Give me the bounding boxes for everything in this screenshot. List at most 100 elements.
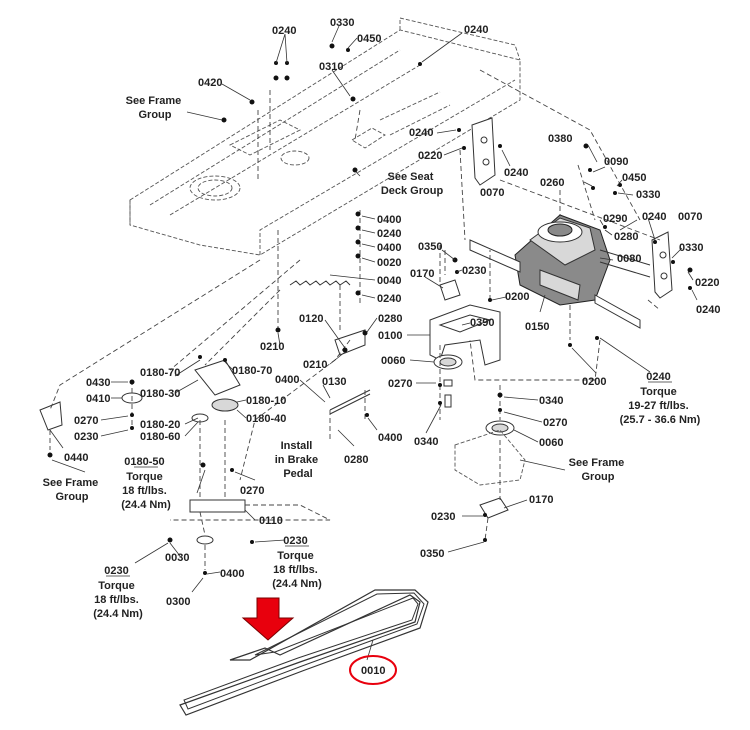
callout-0180-20: 0180-20 <box>140 419 180 431</box>
callout-0220: 0220 <box>418 150 442 162</box>
leader-lines <box>49 25 698 661</box>
callout-0240: 0240 <box>377 293 401 305</box>
callout-0270: 0270 <box>240 485 264 497</box>
spring-0040 <box>289 280 351 286</box>
note-torque-0230-left: 0230 Torque 18 ft/lbs. (24.4 Nm) <box>93 565 143 620</box>
callout-0400: 0400 <box>377 214 401 226</box>
callout-0450: 0450 <box>357 33 381 45</box>
callout-0220: 0220 <box>695 277 719 289</box>
callout-0240: 0240 <box>464 24 488 36</box>
callout-0040: 0040 <box>377 275 401 287</box>
callout-0260: 0260 <box>540 177 564 189</box>
callout-0290: 0290 <box>603 213 627 225</box>
callout-0180-70: 0180-70 <box>140 367 180 379</box>
callout-0180-60: 0180-60 <box>140 431 180 443</box>
callout-0210: 0210 <box>260 341 284 353</box>
callout-0070: 0070 <box>678 211 702 223</box>
callout-0240: 0240 <box>696 304 720 316</box>
idler-pulley-0060-upper <box>433 354 463 408</box>
part-number-labels: 0240 0330 0450 0420 0310 0240 0240 0220 … <box>64 17 720 677</box>
brake-rod-0130 <box>329 329 371 415</box>
callout-0200: 0200 <box>505 291 529 303</box>
note-torque-0230-mid: 0230 Torque 18 ft/lbs. (24.4 Nm) <box>272 535 322 590</box>
note-torque-0180-50: 0180-50 Torque 18 ft/lbs. (24.4 Nm) <box>121 456 171 511</box>
callout-0310: 0310 <box>319 61 343 73</box>
callout-0120: 0120 <box>299 313 323 325</box>
frame-bracket-right <box>454 429 526 519</box>
callout-0350: 0350 <box>420 548 444 560</box>
note-see-frame-group-left: See Frame Group <box>43 477 102 503</box>
callout-0240: 0240 <box>272 25 296 37</box>
callout-0060: 0060 <box>539 437 563 449</box>
note-install-in-brake-pedal: Install in Brake Pedal <box>275 440 321 480</box>
callout-0400: 0400 <box>378 432 402 444</box>
pulley-bracket-0100 <box>429 304 501 366</box>
callout-0180-40: 0180-40 <box>246 413 286 425</box>
transaxle-assembly <box>469 214 651 329</box>
callout-0080: 0080 <box>617 253 641 265</box>
callout-0300: 0300 <box>166 596 190 608</box>
note-torque-0240: 0240 Torque 19-27 ft/lbs. (25.7 - 36.6 N… <box>620 371 701 426</box>
callout-0090: 0090 <box>604 156 628 168</box>
callout-0440: 0440 <box>64 452 88 464</box>
assembly-lines <box>49 69 661 570</box>
callout-0400: 0400 <box>377 242 401 254</box>
callout-0330: 0330 <box>636 189 660 201</box>
callout-0430: 0430 <box>86 377 110 389</box>
callout-0270: 0270 <box>543 417 567 429</box>
callout-0170: 0170 <box>529 494 553 506</box>
callout-0400: 0400 <box>220 568 244 580</box>
callout-0450: 0450 <box>622 172 646 184</box>
callout-0240: 0240 <box>377 228 401 240</box>
callout-0240: 0240 <box>504 167 528 179</box>
red-down-arrow <box>241 597 295 641</box>
callout-0270: 0270 <box>74 415 98 427</box>
callout-0180-10: 0180-10 <box>246 395 286 407</box>
callout-0100: 0100 <box>378 330 402 342</box>
callout-0340: 0340 <box>414 436 438 448</box>
callout-0330: 0330 <box>679 242 703 254</box>
bracket-0440 <box>39 401 63 431</box>
callout-0390: 0390 <box>470 317 494 329</box>
idler-arm-assembly <box>121 359 246 545</box>
callout-0280: 0280 <box>344 454 368 466</box>
callout-0210: 0210 <box>303 359 327 371</box>
bracket-0070-right <box>651 231 673 299</box>
callout-0070: 0070 <box>480 187 504 199</box>
bracket-0170-upper <box>439 279 461 301</box>
callout-0380: 0380 <box>548 133 572 145</box>
note-see-seat-deck-group: See Seat Deck Group <box>381 171 444 197</box>
note-see-frame-group-right: See Frame Group <box>569 457 628 483</box>
callout-0180-70: 0180-70 <box>232 365 272 377</box>
callout-0280: 0280 <box>378 313 402 325</box>
callout-0010: 0010 <box>361 665 385 677</box>
callout-0270: 0270 <box>388 378 412 390</box>
callout-0130: 0130 <box>322 376 346 388</box>
bracket-0070-upper <box>471 117 496 186</box>
callout-0110: 0110 <box>259 515 283 527</box>
callout-0200: 0200 <box>582 376 606 388</box>
callout-0280: 0280 <box>614 231 638 243</box>
drive-belt-0010 <box>179 589 429 716</box>
callout-0240: 0240 <box>409 127 433 139</box>
callout-0230: 0230 <box>74 431 98 443</box>
notes: See Frame Group See Seat Deck Group Inst… <box>43 95 701 620</box>
callout-0030: 0030 <box>165 552 189 564</box>
callout-0150: 0150 <box>525 321 549 333</box>
tractor-frame <box>129 17 521 256</box>
highlight-circle-0010 <box>349 655 397 685</box>
callout-0020: 0020 <box>377 257 401 269</box>
callout-0410: 0410 <box>86 393 110 405</box>
callout-0350: 0350 <box>418 241 442 253</box>
callout-0240: 0240 <box>642 211 666 223</box>
callout-0330: 0330 <box>330 17 354 29</box>
callout-0060: 0060 <box>381 355 405 367</box>
callout-0230: 0230 <box>462 265 486 277</box>
callout-0340: 0340 <box>539 395 563 407</box>
callout-0180-30: 0180-30 <box>140 388 180 400</box>
callout-0400: 0400 <box>275 374 299 386</box>
callout-0230: 0230 <box>431 511 455 523</box>
note-see-frame-group-top: See Frame Group <box>126 95 185 121</box>
